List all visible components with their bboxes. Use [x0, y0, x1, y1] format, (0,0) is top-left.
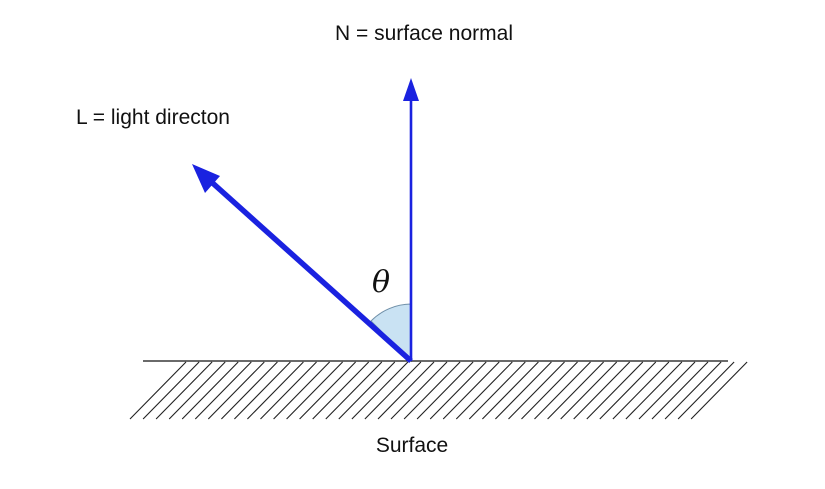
hatch-line [377, 361, 435, 420]
hatch-line [442, 361, 500, 420]
hatch-line [364, 361, 422, 420]
hatch-line [142, 361, 200, 420]
hatch-line [638, 361, 696, 420]
hatch-line [299, 361, 356, 420]
hatch-line [664, 361, 722, 420]
hatch-line [273, 361, 330, 420]
hatch-line [351, 361, 409, 420]
hatch-line [651, 361, 709, 420]
hatch-line [403, 361, 461, 420]
hatch-line [599, 361, 657, 420]
hatch-line [286, 361, 343, 420]
hatch-line [482, 361, 539, 420]
hatch-line [247, 361, 304, 420]
angle-label: θ [372, 265, 390, 300]
light-arrowhead-icon [192, 164, 220, 193]
hatch-line [495, 361, 552, 420]
hatch-line [429, 361, 487, 420]
normal-arrowhead-icon [403, 78, 419, 101]
hatch-line [416, 361, 474, 420]
hatch-line [521, 361, 578, 420]
hatch-line [129, 361, 187, 420]
hatch-line [325, 361, 383, 420]
hatch-line [221, 361, 278, 420]
hatch-line [234, 361, 291, 420]
hatch-line [468, 361, 526, 420]
hatch-line [312, 361, 370, 420]
hatch-line [573, 361, 631, 420]
normal-vector [403, 78, 419, 361]
hatch-line [207, 361, 265, 420]
light-vector [192, 164, 413, 364]
surface-label: Surface [376, 434, 448, 457]
hatch-line [181, 361, 239, 420]
hatch-line [455, 361, 513, 420]
surface-hatching [129, 361, 748, 420]
hatch-line [508, 361, 565, 420]
hatch-line [338, 361, 396, 420]
hatch-line [586, 361, 644, 420]
hatch-line [690, 361, 748, 420]
hatch-line [625, 361, 683, 420]
hatch-line [260, 361, 317, 420]
normal-label: N = surface normal [335, 22, 513, 45]
light-label: L = light directon [76, 106, 230, 129]
hatch-line [677, 361, 735, 420]
hatch-line [390, 361, 448, 420]
hatch-line [534, 361, 591, 420]
light-vector-shaft [205, 175, 413, 364]
hatch-line [547, 361, 604, 420]
hatch-line [560, 361, 618, 420]
hatch-line [194, 361, 252, 420]
hatch-line [612, 361, 670, 420]
hatch-line [155, 361, 213, 420]
hatch-line [168, 361, 226, 420]
